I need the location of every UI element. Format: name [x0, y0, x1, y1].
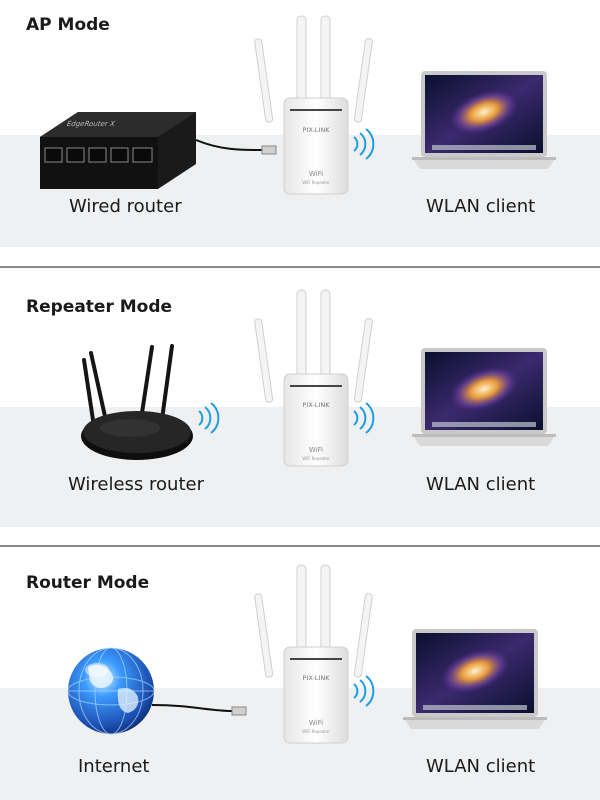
- mode-title: Router Mode: [26, 573, 150, 593]
- wifi-signal-icon: [198, 402, 220, 434]
- wifi-signal-icon: [353, 675, 375, 707]
- repeater-mode-diagram: PIX-LINK WiFi WiFi Repeater: [81, 289, 556, 467]
- section-divider: [0, 266, 600, 268]
- laptop-icon: [412, 71, 556, 169]
- extender-subtext: WiFi Repeater: [302, 180, 330, 185]
- ap-mode-diagram: EdgeRouter X PIX-LINK WiFi WiFi Repeater: [40, 15, 556, 195]
- ethernet-cable-icon: [151, 704, 233, 712]
- wifi-extender-icon: PIX-LINK WiFi WiFi Repeater: [254, 564, 373, 744]
- mode-title: Repeater Mode: [26, 297, 173, 317]
- repeater-mode-panel: Repeater Mode PIX-LINK WiFi: [0, 270, 600, 527]
- wifi-extender-icon: PIX-LINK WiFi WiFi Repeater: [254, 15, 373, 195]
- extender-subtext: WiFi Repeater: [302, 729, 330, 734]
- extender-wifi-logo: WiFi: [309, 446, 323, 454]
- extender-wifi-logo: WiFi: [309, 719, 323, 727]
- ap-mode-panel: AP Mode: [0, 0, 600, 247]
- target-device-label: WLAN client: [426, 756, 536, 777]
- mode-title: AP Mode: [26, 15, 110, 35]
- laptop-icon: [403, 629, 547, 729]
- extender-brand: PIX-LINK: [303, 401, 331, 409]
- source-device-label: Internet: [78, 756, 150, 777]
- router-mode-diagram: PIX-LINK WiFi WiFi Repeater: [67, 564, 547, 744]
- target-device-label: WLAN client: [426, 196, 536, 217]
- source-device-label: Wired router: [69, 196, 182, 217]
- wireless-router-icon: [81, 344, 193, 460]
- wifi-signal-icon: [353, 128, 375, 160]
- laptop-icon: [412, 348, 556, 446]
- ethernet-cable-icon: [195, 139, 263, 151]
- wifi-extender-icon: PIX-LINK WiFi WiFi Repeater: [254, 289, 373, 467]
- extender-subtext: WiFi Repeater: [302, 456, 330, 461]
- svg-text:EdgeRouter X: EdgeRouter X: [65, 119, 116, 128]
- router-mode-panel: Router Mode PIX-LINK Wi: [0, 549, 600, 800]
- extender-brand: PIX-LINK: [303, 674, 331, 682]
- section-divider: [0, 545, 600, 547]
- wifi-signal-icon: [353, 402, 375, 434]
- source-device-label: Wireless router: [68, 474, 204, 495]
- internet-globe-icon: [67, 647, 155, 735]
- extender-brand: PIX-LINK: [303, 126, 331, 134]
- extender-wifi-logo: WiFi: [309, 170, 323, 178]
- wired-router-icon: EdgeRouter X: [40, 112, 196, 189]
- target-device-label: WLAN client: [426, 474, 536, 495]
